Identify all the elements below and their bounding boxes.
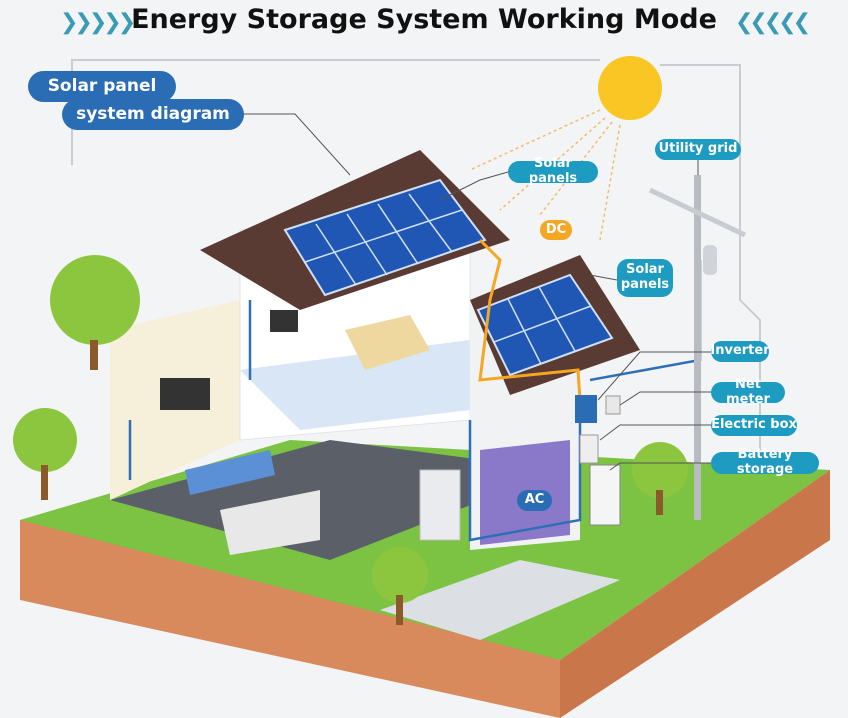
label-electric-box: Electric box xyxy=(711,415,797,436)
label-solar-panels-top: Solar panels xyxy=(508,156,598,186)
label-utility-grid: Utility grid xyxy=(655,139,741,160)
net-meter-device xyxy=(605,395,621,415)
trees xyxy=(13,255,688,625)
label-solar-panels-side: Solar panels xyxy=(617,259,673,297)
sun xyxy=(598,56,662,120)
label-net-meter: Net meter xyxy=(711,377,785,406)
label-dc: DC xyxy=(540,220,572,240)
solar-panel-array-side xyxy=(476,273,614,377)
chevrons-left-icon: ❯❯❯❯❯ xyxy=(60,10,136,35)
label-battery-storage: Battery storage xyxy=(711,447,819,477)
label-ac: AC xyxy=(517,490,552,511)
electric-box-device xyxy=(579,434,599,464)
solar-panel-array-top xyxy=(283,178,487,297)
utility-pole xyxy=(694,175,701,520)
page-title: Energy Storage System Working Mode xyxy=(131,4,717,35)
inverter-device xyxy=(575,395,597,423)
header-label-line1: Solar panel xyxy=(28,71,176,102)
chevrons-right-icon: ❮❮❮❮❮ xyxy=(735,10,811,35)
header-label-line2: system diagram xyxy=(62,99,244,130)
battery-storage-device xyxy=(589,464,621,526)
label-inverter: Inverter xyxy=(710,341,770,362)
